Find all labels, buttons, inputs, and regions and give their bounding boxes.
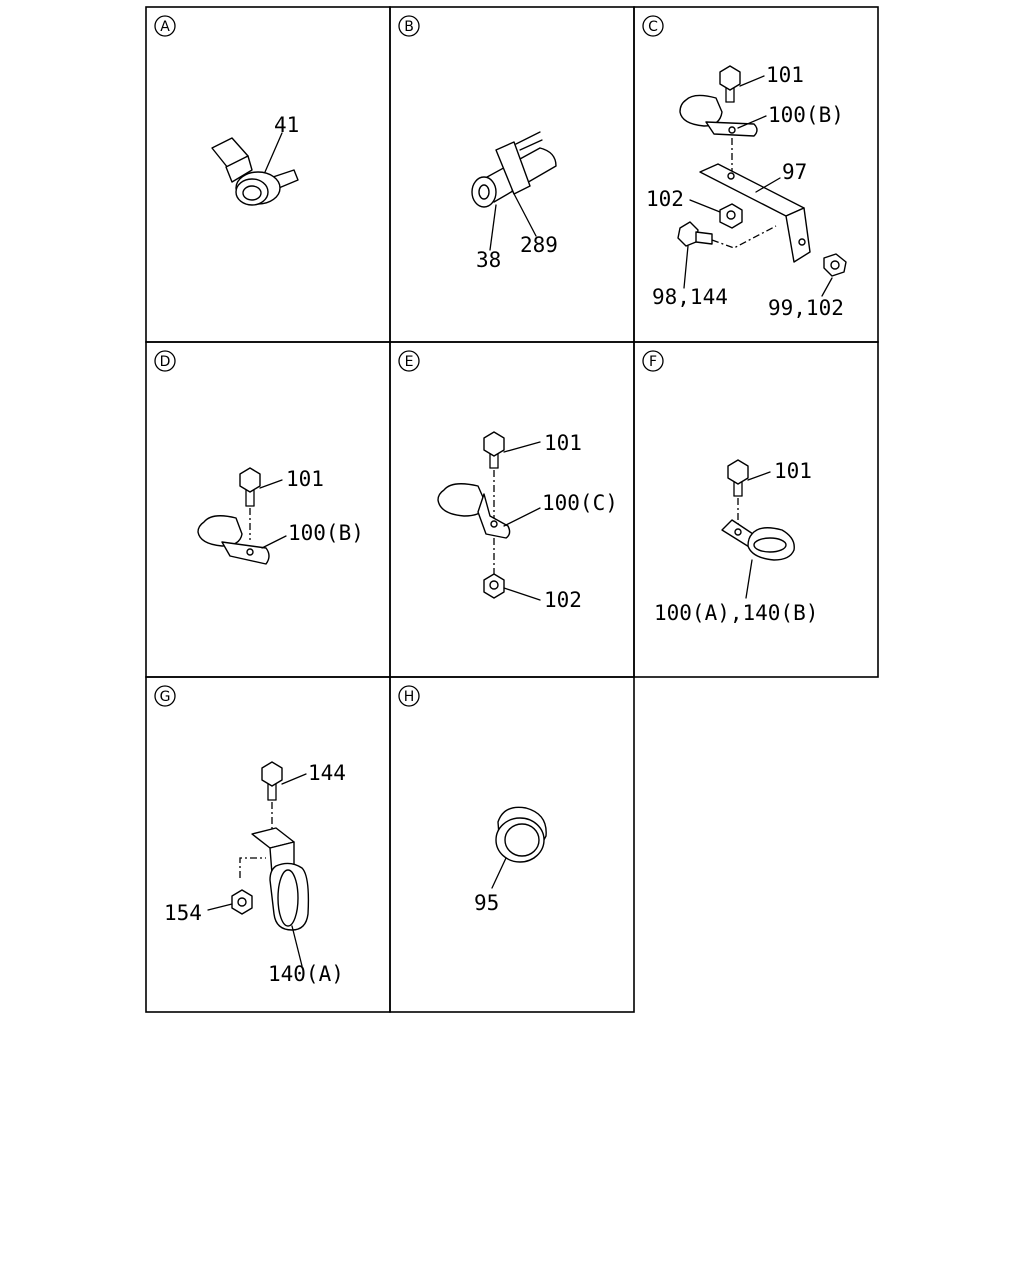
- panel-e: E 101 100(C) 102: [398, 350, 618, 612]
- hose-clamp-41: [211, 137, 299, 206]
- bolt-144: [261, 761, 283, 801]
- bolt-101: [239, 467, 261, 507]
- svg-text:H: H: [404, 689, 415, 705]
- callout-100b: 100(B): [288, 521, 364, 545]
- svg-text:C: C: [648, 19, 658, 35]
- callout-99-102: 99,102: [768, 296, 844, 320]
- nut-102-left: [719, 203, 743, 229]
- clip-140a: [251, 827, 310, 931]
- panel-grid: [145, 6, 879, 1013]
- callout-101: 101: [766, 63, 804, 87]
- bolt-101: [483, 431, 505, 469]
- grommet-95: [495, 806, 547, 863]
- callout-98-144: 98,144: [652, 285, 728, 309]
- svg-text:G: G: [160, 689, 171, 705]
- panel-h-badge: H: [398, 685, 420, 707]
- bolt-101: [727, 459, 749, 497]
- panel-c-badge: C: [642, 15, 664, 37]
- callout-102: 102: [544, 588, 582, 612]
- nut-102: [483, 573, 505, 599]
- panel-f-badge: F: [642, 350, 664, 372]
- callout-100b: 100(B): [768, 103, 844, 127]
- svg-text:D: D: [160, 354, 171, 370]
- clip-100c: [437, 483, 511, 539]
- callout-102: 102: [646, 187, 684, 211]
- panel-g-badge: G: [154, 685, 176, 707]
- panel-g: G 144 154 140(A): [154, 685, 346, 986]
- bolt-98: [677, 221, 713, 247]
- callout-97: 97: [782, 160, 807, 184]
- bracket-97: [699, 163, 811, 263]
- svg-text:A: A: [160, 19, 170, 35]
- panel-a-badge: A: [154, 15, 176, 37]
- panel-h: H 95: [398, 685, 547, 915]
- panel-b: B 38 289: [398, 15, 558, 272]
- callout-289: 289: [520, 233, 558, 257]
- clip-100b: [679, 94, 758, 137]
- svg-text:B: B: [404, 19, 414, 35]
- nut-99: [823, 253, 847, 277]
- callout-101: 101: [544, 431, 582, 455]
- panel-e-badge: E: [398, 350, 420, 372]
- panel-c: C: [642, 15, 847, 320]
- callout-100c: 100(C): [542, 491, 618, 515]
- callout-101: 101: [286, 467, 324, 491]
- panel-d-badge: D: [154, 350, 176, 372]
- panel-b-badge: B: [398, 15, 420, 37]
- callout-100a-140b: 100(A),140(B): [654, 601, 818, 625]
- bolt-101: [719, 65, 741, 103]
- callout-140a: 140(A): [268, 962, 344, 986]
- callout-101: 101: [774, 459, 812, 483]
- callout-95: 95: [474, 891, 499, 915]
- panel-f: F 101 100(A),140(B): [642, 350, 818, 625]
- svg-text:E: E: [405, 354, 414, 370]
- callout-154: 154: [164, 901, 202, 925]
- callout-41: 41: [274, 113, 299, 137]
- panel-d: D 101 100(B): [154, 350, 364, 565]
- panel-a: A 41: [154, 15, 299, 206]
- clip-100a-140b: [721, 519, 795, 561]
- callout-144: 144: [308, 761, 346, 785]
- svg-text:F: F: [649, 354, 657, 370]
- pipe-with-strap: [471, 131, 557, 208]
- nut-154: [231, 889, 253, 915]
- clip-100b: [197, 515, 270, 565]
- callout-38: 38: [476, 248, 501, 272]
